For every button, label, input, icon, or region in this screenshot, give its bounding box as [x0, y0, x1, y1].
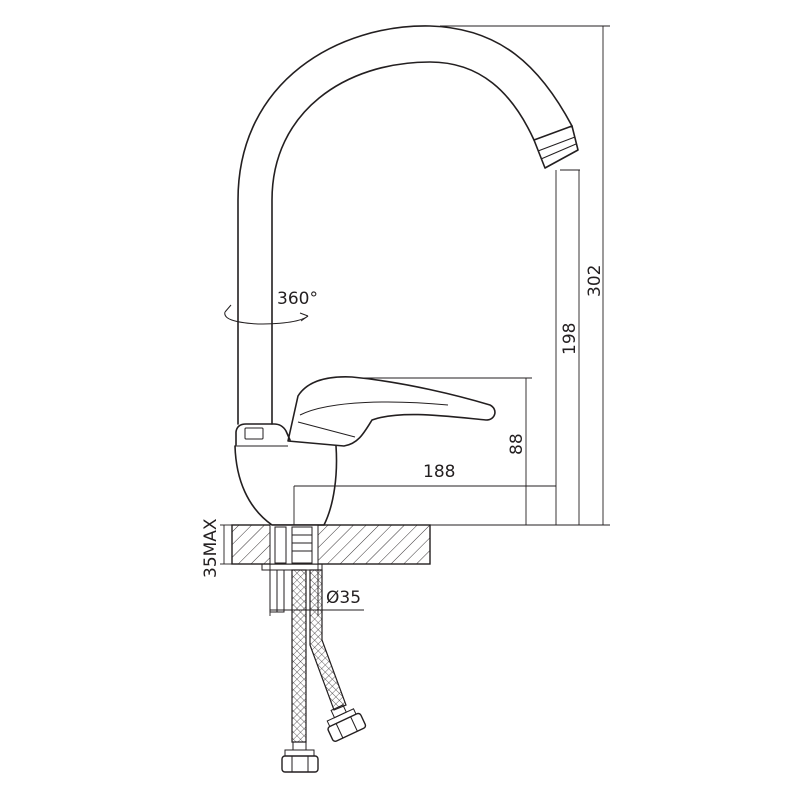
flexible-hoses — [281, 569, 367, 773]
spout-outer — [237, 25, 573, 425]
hose-right-fitting — [326, 704, 367, 742]
handle-height-label: 88 — [507, 433, 527, 455]
rotation-indicator: 360° — [224, 289, 318, 325]
total-height-label: 302 — [585, 265, 605, 297]
collar-notch — [244, 427, 264, 440]
spout-aerator — [533, 125, 579, 169]
spout-inner — [271, 61, 535, 425]
hose-right — [309, 569, 347, 711]
lever-handle — [287, 376, 496, 447]
faucet-body — [234, 445, 338, 526]
body-collar — [235, 423, 291, 447]
hose-left-fitting — [281, 741, 319, 773]
dimension-lines — [220, 25, 610, 616]
spout-reach-label: 188 — [423, 462, 455, 482]
hose-left — [291, 569, 307, 743]
hole-diameter-label: Ø35 — [326, 588, 361, 608]
rotation-label: 360° — [277, 289, 318, 309]
lever-inner-line — [297, 401, 449, 438]
countertop-section — [231, 524, 431, 565]
spout-height-label: 198 — [560, 323, 580, 355]
max-thickness-label: 35MAX — [201, 518, 221, 578]
